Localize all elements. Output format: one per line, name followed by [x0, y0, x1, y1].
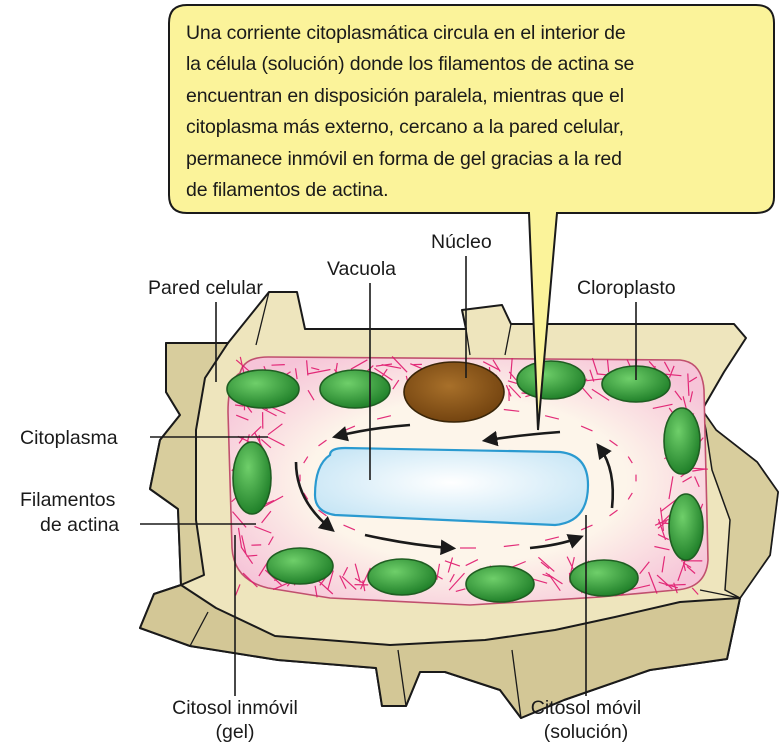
label-citosol-movil-line1: Citosol móvil: [500, 697, 672, 719]
callout-line: encuentran en disposición paralela, mien…: [186, 81, 746, 112]
chloroplast: [368, 559, 436, 595]
callout-text: Una corriente citoplasmática circula en …: [186, 18, 746, 206]
label-citosol-movil-line2: (solución): [500, 721, 672, 743]
actin-filament: [272, 365, 285, 366]
label-vacuola: Vacuola: [327, 258, 396, 280]
chloroplast: [664, 408, 700, 474]
vacuole: [315, 448, 588, 525]
callout-line: de filamentos de actina.: [186, 175, 746, 206]
chloroplast: [669, 494, 703, 560]
label-nucleo: Núcleo: [431, 231, 492, 253]
chloroplast: [267, 548, 333, 584]
label-citosol-inmovil-line2: (gel): [138, 721, 332, 743]
chloroplast: [227, 370, 299, 408]
nucleus: [404, 362, 504, 422]
label-filamentos-line2: de actina: [40, 514, 119, 536]
callout-line: citoplasma más externo, cercano a la par…: [186, 112, 746, 143]
chloroplast: [517, 361, 585, 399]
chloroplast: [320, 370, 390, 408]
label-cloroplasto: Cloroplasto: [577, 277, 676, 299]
chloroplast: [466, 566, 534, 602]
callout-line: Una corriente citoplasmática circula en …: [186, 18, 746, 49]
callout-line: la célula (solución) donde los filamento…: [186, 49, 746, 80]
label-citoplasma: Citoplasma: [20, 427, 118, 449]
label-filamentos-line1: Filamentos: [20, 489, 140, 511]
callout-line: permanece inmóvil en forma de gel gracia…: [186, 144, 746, 175]
label-citosol-inmovil-line1: Citosol inmóvil: [138, 697, 332, 719]
chloroplast: [233, 442, 271, 514]
label-pared-celular: Pared celular: [148, 277, 263, 299]
chloroplast: [570, 560, 638, 596]
